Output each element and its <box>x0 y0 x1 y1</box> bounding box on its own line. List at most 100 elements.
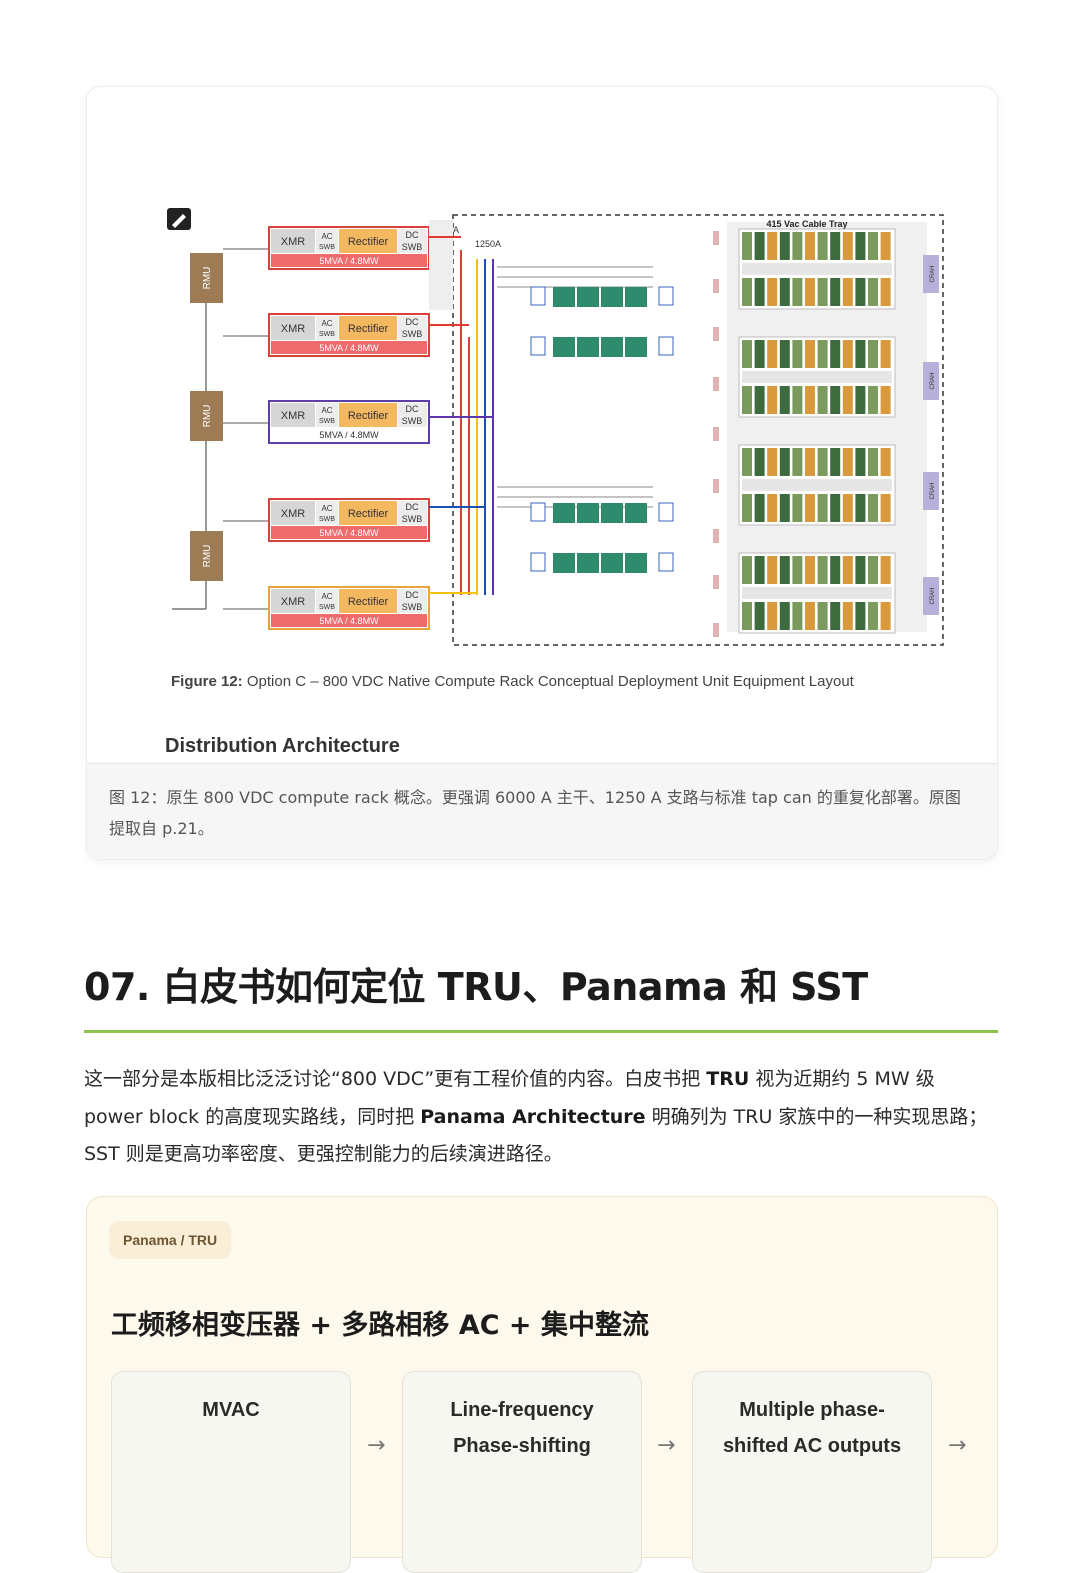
ac-swb-label: AC <box>321 504 332 513</box>
pod-aisle <box>742 263 892 275</box>
dc-swb-label: SWB <box>402 329 423 339</box>
dc-swb-label: SWB <box>402 242 423 252</box>
pod-rack-unit <box>880 602 891 630</box>
ac-swb-label: AC <box>321 232 332 241</box>
pod-rack-unit <box>779 340 790 368</box>
dc-swb-cell <box>398 589 427 613</box>
pod-rack-unit <box>779 494 790 522</box>
pdu-marker <box>713 479 719 493</box>
pdu-marker <box>713 623 719 637</box>
pod-rack-unit <box>805 494 815 522</box>
ac-swb-label: SWB <box>319 516 335 523</box>
tap-can <box>530 286 546 306</box>
compute-rack <box>625 553 647 573</box>
distribution-architecture-label: Distribution Architecture <box>165 735 400 757</box>
crah-label: CRAH <box>930 372 936 389</box>
ac-swb-cell <box>316 589 338 613</box>
xmr-cell <box>271 589 315 613</box>
pod-rack-unit <box>855 386 866 414</box>
pdu-marker <box>713 279 719 293</box>
pod-rack-unit <box>767 602 778 630</box>
pod-rack-unit <box>842 556 853 584</box>
cable-tray-label: 415 Vac Cable Tray <box>766 219 847 229</box>
xmr-label: XMR <box>281 596 306 608</box>
pod-rack-unit <box>868 278 878 306</box>
rating-label: 5MVA / 4.8MW <box>319 430 379 440</box>
rectifier-label: Rectifier <box>348 596 389 608</box>
pod-rack-unit <box>805 232 815 260</box>
pod-rack-unit <box>792 494 803 522</box>
tap-can <box>530 336 546 356</box>
ac-swb-label: SWB <box>319 331 335 338</box>
pod-rack-unit <box>742 494 752 522</box>
pod-rack-unit <box>805 602 815 630</box>
rating-bar <box>271 428 427 441</box>
rating-bar <box>271 526 427 539</box>
branch-current-label: 1250A <box>475 239 501 249</box>
pod-rack-unit <box>868 602 878 630</box>
pod-rack-unit <box>754 278 765 306</box>
dc-swb-label: SWB <box>402 416 423 426</box>
pod-rack-unit <box>792 556 803 584</box>
xmr-label: XMR <box>281 323 306 335</box>
pod-rack-unit <box>742 278 752 306</box>
panama-tru-panel: Panama / TRU 工频移相变压器 + 多路相移 AC + 集中整流 MV… <box>86 1196 998 1573</box>
edit-icon-pencil <box>172 214 186 228</box>
tap-can <box>658 502 674 522</box>
pod-aisle <box>742 371 892 383</box>
rectifier-cell <box>339 589 397 613</box>
pod-rack-unit <box>855 232 866 260</box>
compute-rack <box>601 553 623 573</box>
pod-rack-unit <box>868 232 878 260</box>
rectifier-cell <box>339 403 397 427</box>
pod-rack-unit <box>779 232 790 260</box>
pod-rack-unit <box>817 386 828 414</box>
compute-rack <box>625 503 647 523</box>
dc-swb-cell <box>398 403 427 427</box>
pod-rack-unit <box>792 386 803 414</box>
compute-rack <box>577 503 599 523</box>
rating-bar <box>271 614 427 627</box>
section-paragraph: 这一部分是本版相比泛泛讨论“800 VDC”更有工程价值的内容。白皮书把 TRU… <box>84 1068 988 1165</box>
compute-rack <box>601 287 623 307</box>
compute-rack <box>553 337 575 357</box>
pod-rack-unit <box>767 448 778 476</box>
ac-swb-cell <box>316 501 338 525</box>
pod-rack-unit <box>830 448 841 476</box>
dc-swb-label: DC <box>406 230 419 240</box>
figure-note-box: 图 12：原生 800 VDC compute rack 概念。更强调 6000… <box>87 763 997 859</box>
compute-rack <box>553 287 575 307</box>
pod-rack-unit <box>830 386 841 414</box>
pod-rack-unit <box>830 556 841 584</box>
ac-swb-label: SWB <box>319 244 335 251</box>
rating-label: 5MVA / 4.8MW <box>319 528 379 538</box>
pod-rack-unit <box>742 232 752 260</box>
pdu-marker <box>713 529 719 543</box>
tap-can <box>530 552 546 572</box>
pod-rack-unit <box>767 340 778 368</box>
tap-can <box>658 286 674 306</box>
pod-rack-unit <box>805 448 815 476</box>
rating-bar <box>271 341 427 354</box>
flow-step-ac-outputs: Multiple phase-shifted AC outputs <box>692 1371 932 1573</box>
pod-rack-unit <box>779 448 790 476</box>
crah-unit <box>923 362 939 400</box>
rmu-label: RMU <box>202 405 213 428</box>
pdu-marker <box>713 377 719 391</box>
flow-arrow-icon: → <box>657 1433 676 1458</box>
pod-rack-unit <box>855 448 866 476</box>
dc-swb-label: SWB <box>402 602 423 612</box>
crah-unit <box>923 255 939 293</box>
pod-rack-unit <box>805 386 815 414</box>
compute-rack <box>625 337 647 357</box>
crah-label: CRAH <box>930 482 936 499</box>
pod-rack-unit <box>754 556 765 584</box>
pod-rack-unit <box>779 278 790 306</box>
pod-rack-unit <box>842 386 853 414</box>
pod-rack-unit <box>880 232 891 260</box>
xmr-label: XMR <box>281 410 306 422</box>
dc-swb-cell <box>398 229 427 253</box>
section-heading: 07. 白皮书如何定位 TRU、Panama 和 SST <box>84 965 868 1009</box>
